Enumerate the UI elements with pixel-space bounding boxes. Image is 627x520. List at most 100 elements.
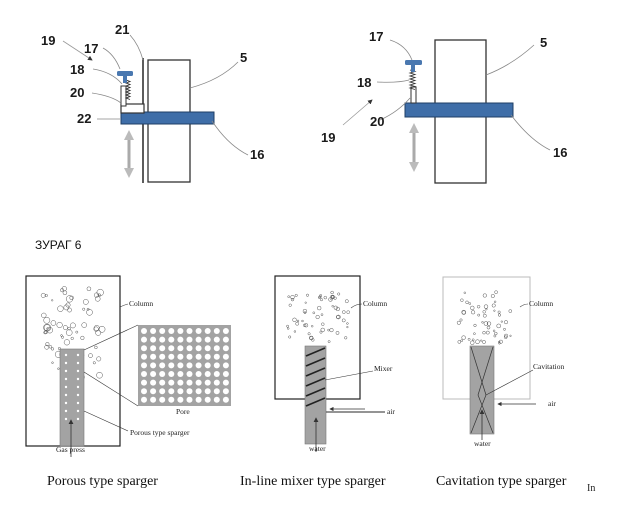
pore (223, 388, 229, 394)
screw-shaft-right (411, 64, 415, 72)
bubble (492, 304, 495, 307)
bubble (311, 325, 313, 327)
pore (223, 345, 229, 351)
bubble (52, 362, 54, 364)
bubble (81, 336, 85, 340)
pore (150, 388, 156, 394)
pore (150, 337, 156, 343)
leader-18-right (377, 80, 409, 82)
bubble (482, 321, 484, 323)
pore (196, 397, 202, 403)
bubble (504, 321, 507, 324)
sparger-pore (65, 378, 67, 380)
bubble (94, 325, 99, 330)
pore (223, 337, 229, 343)
bubble (498, 311, 500, 313)
pore (187, 362, 193, 368)
label-column-mixer: Column (363, 299, 387, 308)
pore (223, 371, 229, 377)
pore (196, 380, 202, 386)
double-arrow-left (124, 130, 134, 178)
screw-shaft-left (123, 75, 127, 83)
bubble (41, 313, 46, 318)
sparger-pore (65, 354, 67, 356)
corner-text: In (587, 483, 595, 494)
bubble (51, 321, 56, 326)
bubble (495, 291, 498, 294)
pore (141, 354, 147, 360)
bubble (342, 311, 345, 314)
pore (159, 337, 165, 343)
bubble (486, 331, 489, 334)
bubble (49, 345, 52, 348)
bubble (67, 308, 71, 312)
pore (150, 371, 156, 377)
bubble (287, 328, 289, 330)
pore (141, 380, 147, 386)
label-water-cavitation: water (474, 439, 491, 448)
bubble (328, 341, 330, 343)
pore (205, 397, 211, 403)
bubble (321, 323, 324, 326)
label-sparger-porous: Porous type sparger (130, 428, 190, 437)
bubble (487, 326, 490, 329)
bubble (93, 362, 95, 364)
bubble (303, 309, 307, 313)
leader-17-left (103, 48, 120, 69)
label-19-left: 19 (41, 33, 55, 48)
bubble (82, 323, 87, 328)
leader-mixer (325, 371, 373, 380)
pore (150, 380, 156, 386)
pore (159, 380, 165, 386)
bubble (494, 335, 496, 337)
pore (223, 380, 229, 386)
bubble (87, 309, 93, 315)
pore (141, 388, 147, 394)
bubble (332, 305, 334, 307)
bubble (342, 319, 345, 322)
label-21-left: 21 (115, 22, 129, 37)
pore (177, 388, 183, 394)
pore (177, 354, 183, 360)
bubble (461, 299, 464, 302)
pore (168, 337, 174, 343)
pore (141, 397, 147, 403)
sparger-pore (65, 394, 67, 396)
pore (205, 362, 211, 368)
pore (196, 388, 202, 394)
leader-19-right (343, 100, 372, 125)
pore (177, 397, 183, 403)
pore (168, 388, 174, 394)
pore (205, 354, 211, 360)
bubble (480, 340, 482, 342)
pore (141, 362, 147, 368)
bubble (334, 306, 338, 310)
pore (177, 362, 183, 368)
bubble (63, 325, 67, 329)
pore (205, 388, 211, 394)
bubble (469, 303, 471, 305)
leader-17-right (390, 40, 412, 60)
pore (196, 354, 202, 360)
pore (168, 354, 174, 360)
bubble (457, 321, 460, 324)
pore (223, 362, 229, 368)
bubble (345, 300, 348, 303)
bubble (501, 321, 503, 323)
bubble (470, 306, 474, 310)
bubble (336, 331, 339, 334)
beam-left (121, 112, 214, 124)
bubble (289, 336, 291, 338)
bubble (306, 294, 308, 296)
bubble (308, 333, 310, 335)
bubble (76, 331, 78, 333)
leader-column-porous (120, 304, 128, 307)
pore (159, 328, 165, 334)
bubble (483, 331, 486, 334)
sparger-pore (77, 386, 79, 388)
pore (168, 328, 174, 334)
pore (196, 345, 202, 351)
bubble (494, 301, 496, 303)
bubble (51, 300, 53, 302)
pore (214, 388, 220, 394)
